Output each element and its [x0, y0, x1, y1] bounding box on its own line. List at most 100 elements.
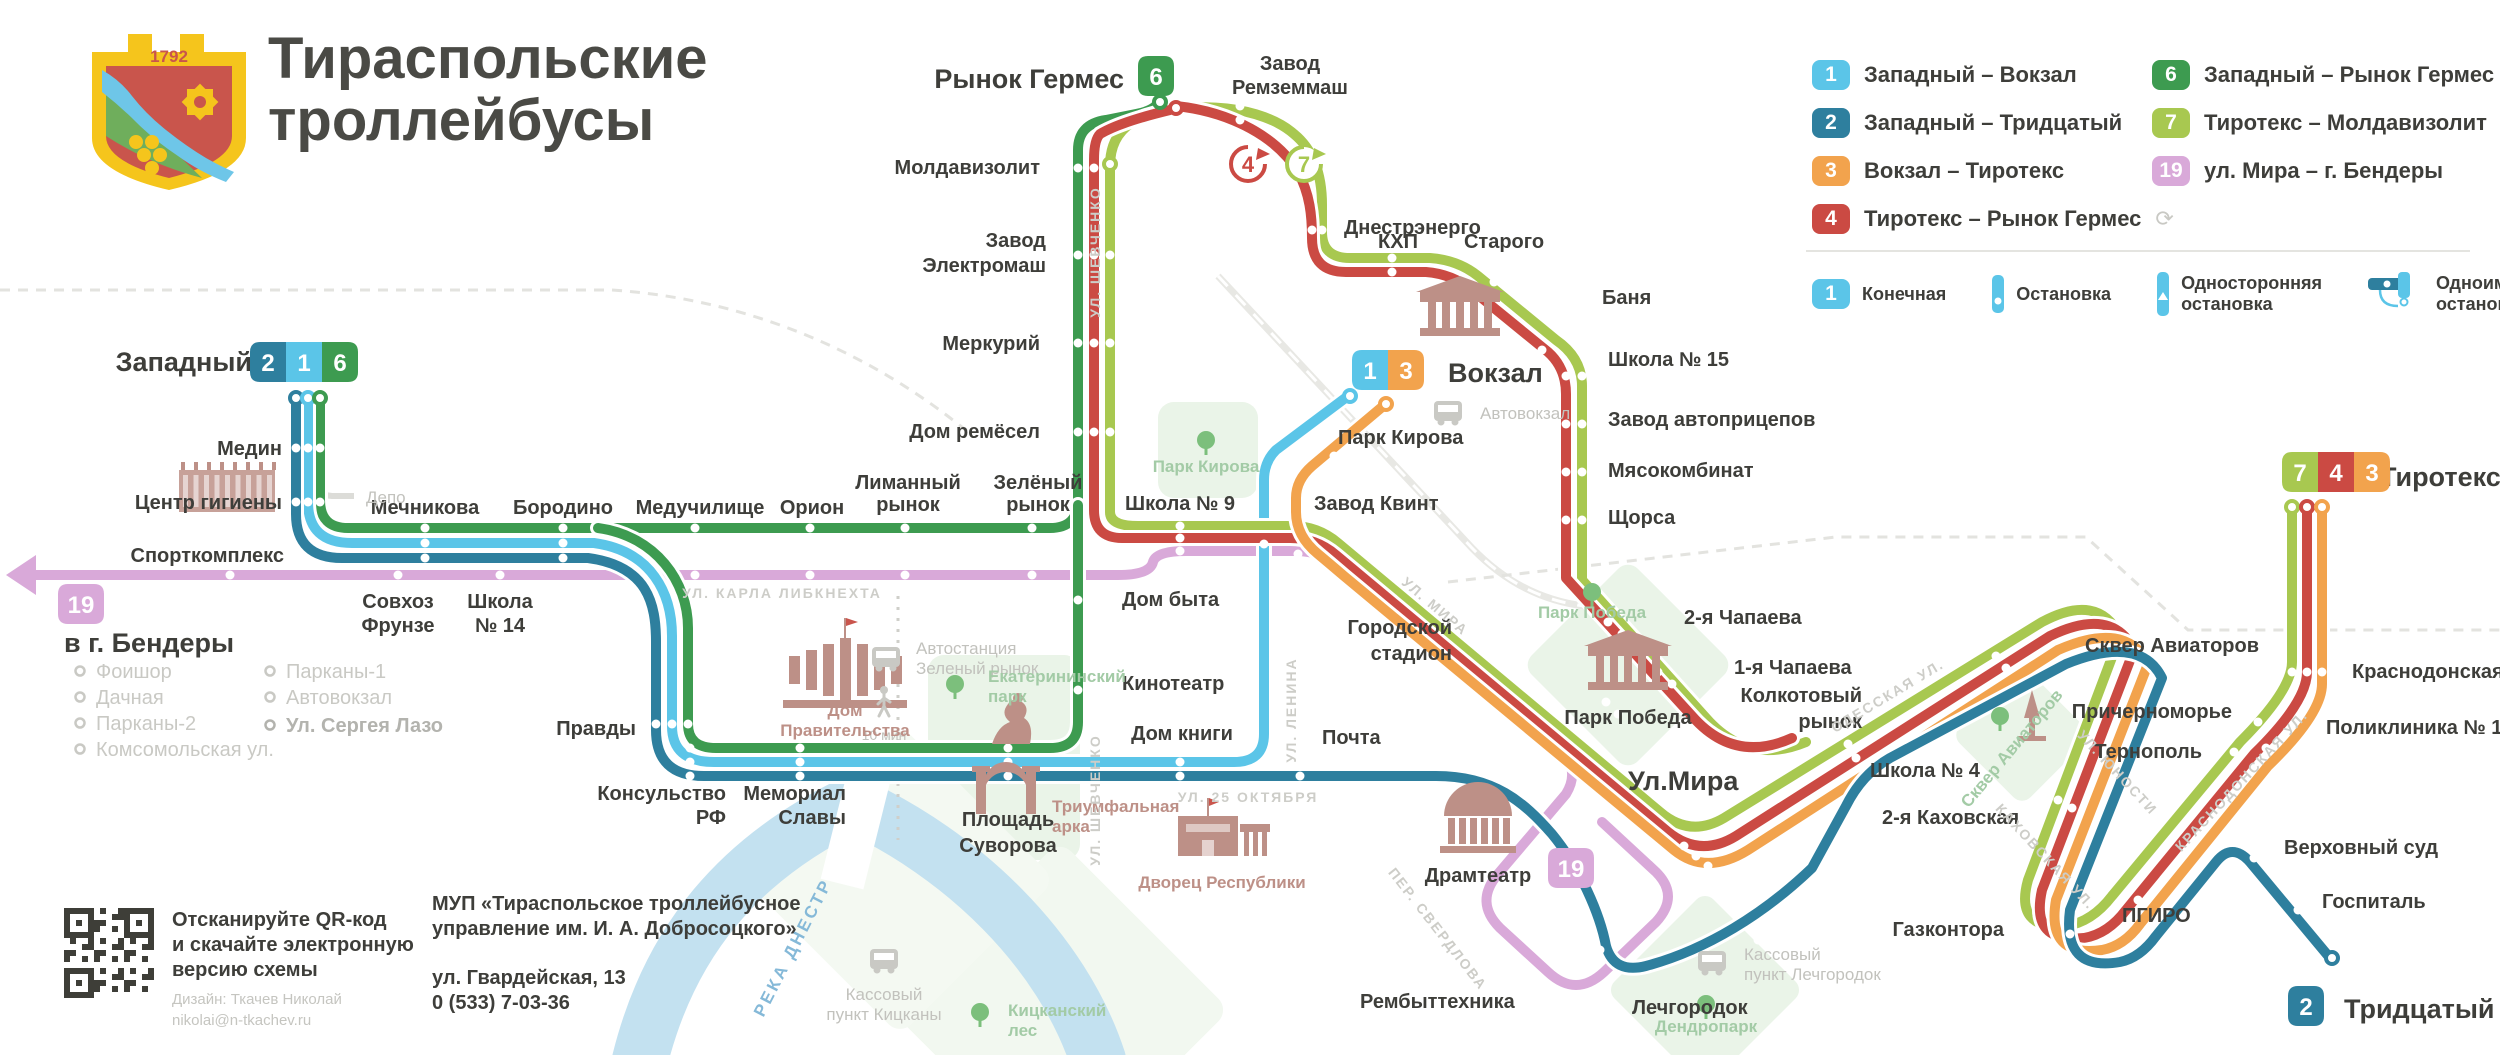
- station-label: стадион: [1371, 643, 1452, 665]
- station-label: 2-я Чапаева: [1684, 607, 1803, 629]
- station-dot: [2287, 667, 2297, 677]
- station-dot: [1175, 757, 1185, 767]
- station-label: Тридцатый: [2344, 994, 2495, 1024]
- station-dot: [1851, 753, 1861, 763]
- qr-module: [82, 944, 88, 950]
- qr-module: [142, 944, 148, 950]
- station-dot: [291, 497, 301, 507]
- qr-module: [64, 932, 70, 938]
- station-dot: [2249, 853, 2259, 863]
- terminal-badge: 2: [2288, 986, 2324, 1026]
- terminal-dot: [1102, 156, 1118, 172]
- station-dot: [1073, 595, 1083, 605]
- station-dot: [2065, 929, 2075, 939]
- list-marker: [264, 665, 276, 677]
- title-line-1: Тираспольские: [268, 26, 708, 91]
- station-dot: [1175, 521, 1185, 531]
- qr-text-2: и скачайте электронную: [172, 934, 414, 956]
- qr-module: [70, 950, 76, 956]
- station-label: 2-я Каховская: [1882, 807, 2019, 829]
- station-dot: [2133, 895, 2143, 905]
- station-label: Тиротекс: [2380, 462, 2500, 492]
- qr-module: [124, 986, 130, 992]
- park-label: Дендропарк: [1655, 1017, 1758, 1036]
- station-dot: [1027, 523, 1037, 533]
- station-label: Поликлиника № 1: [2326, 717, 2500, 739]
- bus-icon: [872, 647, 900, 672]
- station-label: Триумфальная: [1052, 797, 1179, 816]
- qr-module: [148, 920, 154, 926]
- loop-circle: [1285, 145, 1323, 183]
- station-label: Щорса: [1608, 507, 1676, 529]
- qr-module: [88, 974, 94, 980]
- list-marker: [74, 717, 86, 729]
- station-label: Центр гигиены: [135, 492, 282, 514]
- qr-module: [64, 950, 70, 956]
- station-dot: [1843, 739, 1853, 749]
- qr-module: [88, 980, 94, 986]
- station-dot: [315, 497, 325, 507]
- station-dot: [1679, 841, 1689, 851]
- station-label: Рынок Гермес: [934, 64, 1124, 94]
- qr-module: [100, 980, 106, 986]
- legend-item-label: Остановка: [2016, 283, 2112, 304]
- qr-module: [70, 932, 76, 938]
- legend-item-label: Одноименныеостановки: [2436, 273, 2500, 314]
- legend-badge-1: 1: [1812, 60, 1850, 90]
- station-label: Орион: [780, 497, 844, 519]
- badge-number: 2: [261, 350, 274, 377]
- station-label: Фоишор: [96, 661, 172, 683]
- list-marker: [264, 719, 276, 731]
- station-label: Кассовый: [1744, 945, 1821, 964]
- park-label: Кицканский: [1008, 1001, 1106, 1020]
- qr-text-1: Отсканируйте QR-код: [172, 909, 387, 931]
- list-marker: [264, 691, 276, 703]
- station-dot: [1753, 935, 1763, 945]
- station-dot: [1175, 546, 1185, 556]
- station-dot: [2053, 795, 2063, 805]
- badge-segment: [58, 584, 104, 624]
- station-dot: [1073, 163, 1083, 173]
- route-1-line: [303, 391, 1353, 767]
- park-label: лес: [1008, 1021, 1037, 1040]
- station-label: рынок: [1798, 711, 1863, 733]
- station-label: Мечникова: [371, 497, 480, 519]
- legend-route-label: Тиротекс – Молдавизолит: [2204, 110, 2487, 135]
- qr-module: [124, 932, 130, 938]
- station-dot: [1089, 427, 1099, 437]
- loop-direction-icon: ⟳: [2155, 206, 2174, 231]
- station-label: Молдавизолит: [895, 157, 1041, 179]
- park-label: Парк Кирова: [1153, 457, 1260, 476]
- bus-icon: [1434, 401, 1462, 426]
- station-dot: [1089, 250, 1099, 260]
- station-label: пункт Лечгородок: [1744, 965, 1881, 984]
- qr-module: [88, 992, 94, 998]
- street-label: УЛ. 25 ОКТЯБРЯ: [1178, 789, 1319, 805]
- station-dot: [1175, 771, 1185, 781]
- station-label: Депо: [366, 488, 406, 507]
- qr-module: [100, 908, 106, 914]
- terminal-dot: [1342, 388, 1358, 404]
- qr-module: [118, 938, 124, 944]
- station-dot: [685, 771, 695, 781]
- station-label: Колкотовый: [1740, 685, 1862, 707]
- route-19-line: [31, 546, 1673, 990]
- station-dot: [420, 523, 430, 533]
- pob-icon: [1584, 630, 1672, 690]
- station-label: арка: [1052, 817, 1090, 836]
- route-3-line: [1291, 397, 2327, 956]
- station-label: Сквер Авиаторов: [2085, 635, 2259, 657]
- qr-module: [82, 932, 88, 938]
- station-label: Ул.Мира: [1628, 766, 1739, 796]
- badge-segment: [1548, 848, 1594, 888]
- qr-module: [94, 986, 100, 992]
- station-dot: [1577, 515, 1587, 525]
- qr-module: [88, 920, 94, 926]
- station-label: Площадь: [962, 809, 1054, 831]
- street-label: УЛ. ШЕВЧЕНКО: [1087, 186, 1103, 317]
- station-label: Лечгородок: [1632, 997, 1749, 1019]
- station-dot: [1485, 635, 1495, 645]
- qr-module: [130, 908, 136, 914]
